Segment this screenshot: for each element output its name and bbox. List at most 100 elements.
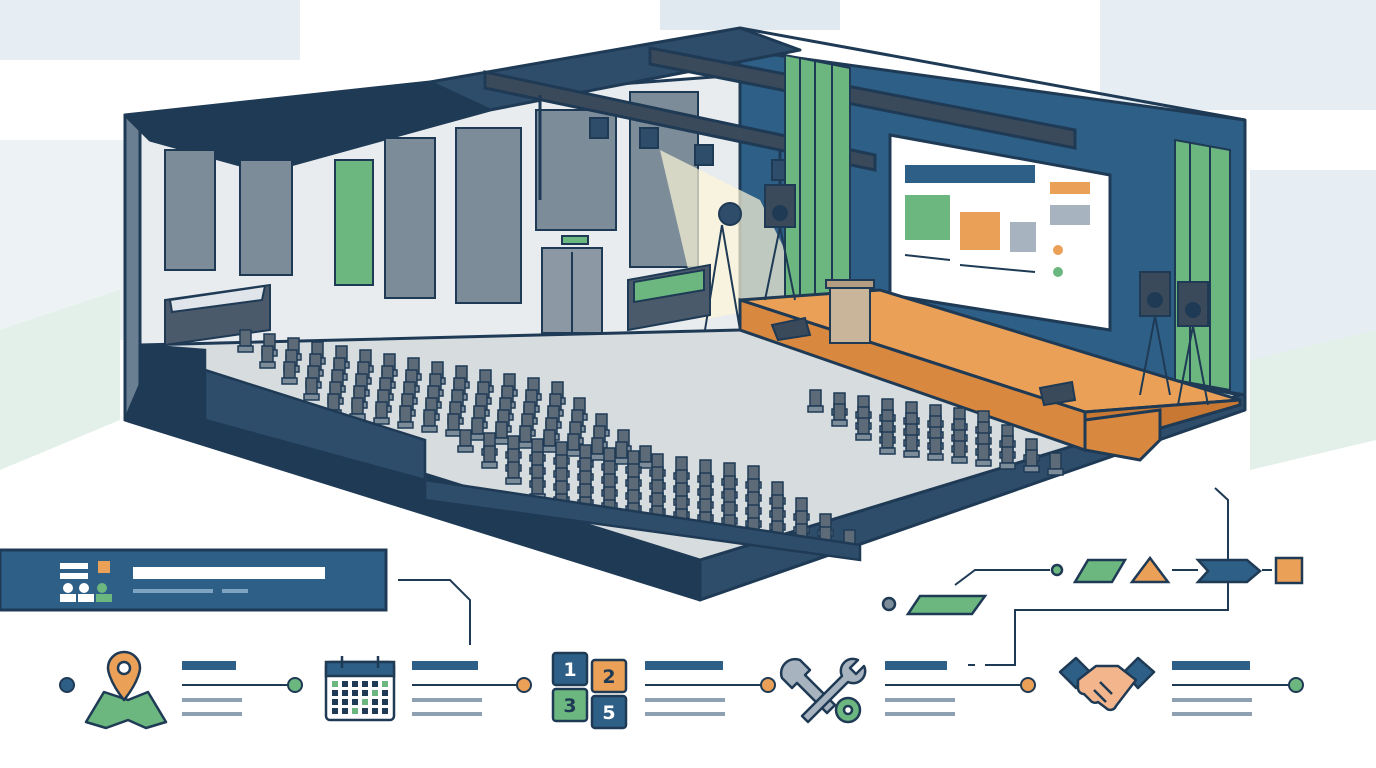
chair	[505, 461, 522, 485]
block-1-number: 1	[563, 659, 576, 681]
block-2	[590, 658, 628, 694]
chair	[613, 441, 630, 465]
chair	[237, 329, 254, 353]
calendar-icon	[324, 656, 396, 722]
chair	[281, 361, 298, 385]
info-banner	[0, 548, 388, 612]
step-title-bar	[885, 661, 947, 670]
chair	[951, 440, 968, 464]
chair	[259, 345, 276, 369]
step-location	[84, 650, 303, 730]
calendar-day	[362, 690, 368, 696]
block-2-number: 2	[602, 666, 615, 688]
calendar-day	[382, 699, 388, 705]
chair	[373, 401, 390, 425]
step-handshake	[1058, 656, 1304, 716]
chair	[303, 377, 320, 401]
calendar-day	[362, 708, 368, 714]
flow-shapes	[881, 555, 1304, 616]
seating-rows	[237, 329, 1064, 553]
flow-dot-start	[881, 596, 897, 612]
calendar-day	[332, 681, 338, 687]
process-timeline: 1 2 3 5	[59, 650, 1304, 730]
block-3	[551, 687, 589, 723]
numbered-blocks-icon: 1 2 3 5	[551, 651, 628, 730]
calendar-day	[382, 708, 388, 714]
handshake-icon	[1058, 656, 1156, 712]
calendar-day	[352, 681, 358, 687]
connector-lines	[398, 487, 1272, 666]
calendar-day	[372, 681, 378, 687]
banner-line-1	[133, 589, 213, 593]
timeline-start-dot	[59, 677, 75, 693]
stage-steps	[1083, 408, 1162, 462]
projection-screen	[888, 133, 1112, 332]
calendar-day	[372, 708, 378, 714]
calendar-day	[342, 690, 348, 696]
calendar-day	[332, 699, 338, 705]
calendar-day	[352, 690, 358, 696]
calendar-day	[342, 681, 348, 687]
calendar-day	[382, 681, 388, 687]
block-5	[590, 694, 628, 730]
chair	[541, 429, 558, 453]
location-map-icon	[84, 650, 168, 730]
flow-chevron	[1195, 558, 1262, 584]
step-title-bar	[1172, 661, 1250, 670]
flow-dot	[1050, 563, 1064, 577]
chair	[999, 446, 1016, 470]
chair	[927, 437, 944, 461]
calendar-day	[332, 708, 338, 714]
chair	[855, 417, 872, 441]
chair	[807, 389, 824, 413]
speakers	[764, 184, 1209, 407]
podium	[825, 279, 875, 344]
step-numbered-blocks: 1 2 3 5	[551, 651, 776, 730]
left-wall-edge	[123, 113, 142, 422]
step-title-bar	[182, 661, 236, 670]
chair	[879, 431, 896, 455]
flow-parallelogram-1	[905, 594, 988, 616]
calendar-day	[332, 690, 338, 696]
ceiling-left	[123, 80, 492, 174]
calendar-day	[372, 690, 378, 696]
chair	[493, 421, 510, 445]
step-title-bar	[412, 661, 478, 670]
chair	[831, 403, 848, 427]
calendar-day	[352, 699, 358, 705]
chair	[975, 443, 992, 467]
chair	[1047, 452, 1064, 476]
banner-title-bar	[133, 567, 325, 579]
block-5-number: 5	[602, 702, 615, 724]
seating-risers	[138, 343, 862, 562]
chair	[565, 433, 582, 457]
chair	[469, 417, 486, 441]
block-1	[551, 651, 589, 687]
calendar-day	[362, 699, 368, 705]
chair	[1023, 449, 1040, 473]
chair	[903, 434, 920, 458]
seating-chart-icon	[60, 561, 112, 602]
block-3-number: 3	[563, 695, 576, 717]
calendar-day	[382, 690, 388, 696]
chair	[397, 405, 414, 429]
calendar-day	[372, 699, 378, 705]
chair	[517, 425, 534, 449]
flow-triangle	[1129, 555, 1171, 584]
step-tools	[779, 657, 1036, 724]
flow-square	[1274, 556, 1304, 585]
chair	[445, 413, 462, 437]
step-title-bar	[645, 661, 723, 670]
chair	[589, 437, 606, 461]
chair	[457, 429, 474, 453]
step-calendar	[324, 656, 532, 722]
chair	[637, 445, 654, 469]
calendar-day	[342, 699, 348, 705]
tools-icon	[779, 657, 867, 724]
flow-parallelogram-2	[1072, 558, 1128, 584]
chair	[421, 409, 438, 433]
calendar-day	[352, 708, 358, 714]
banner-line-2	[222, 589, 248, 593]
calendar-day	[342, 708, 348, 714]
